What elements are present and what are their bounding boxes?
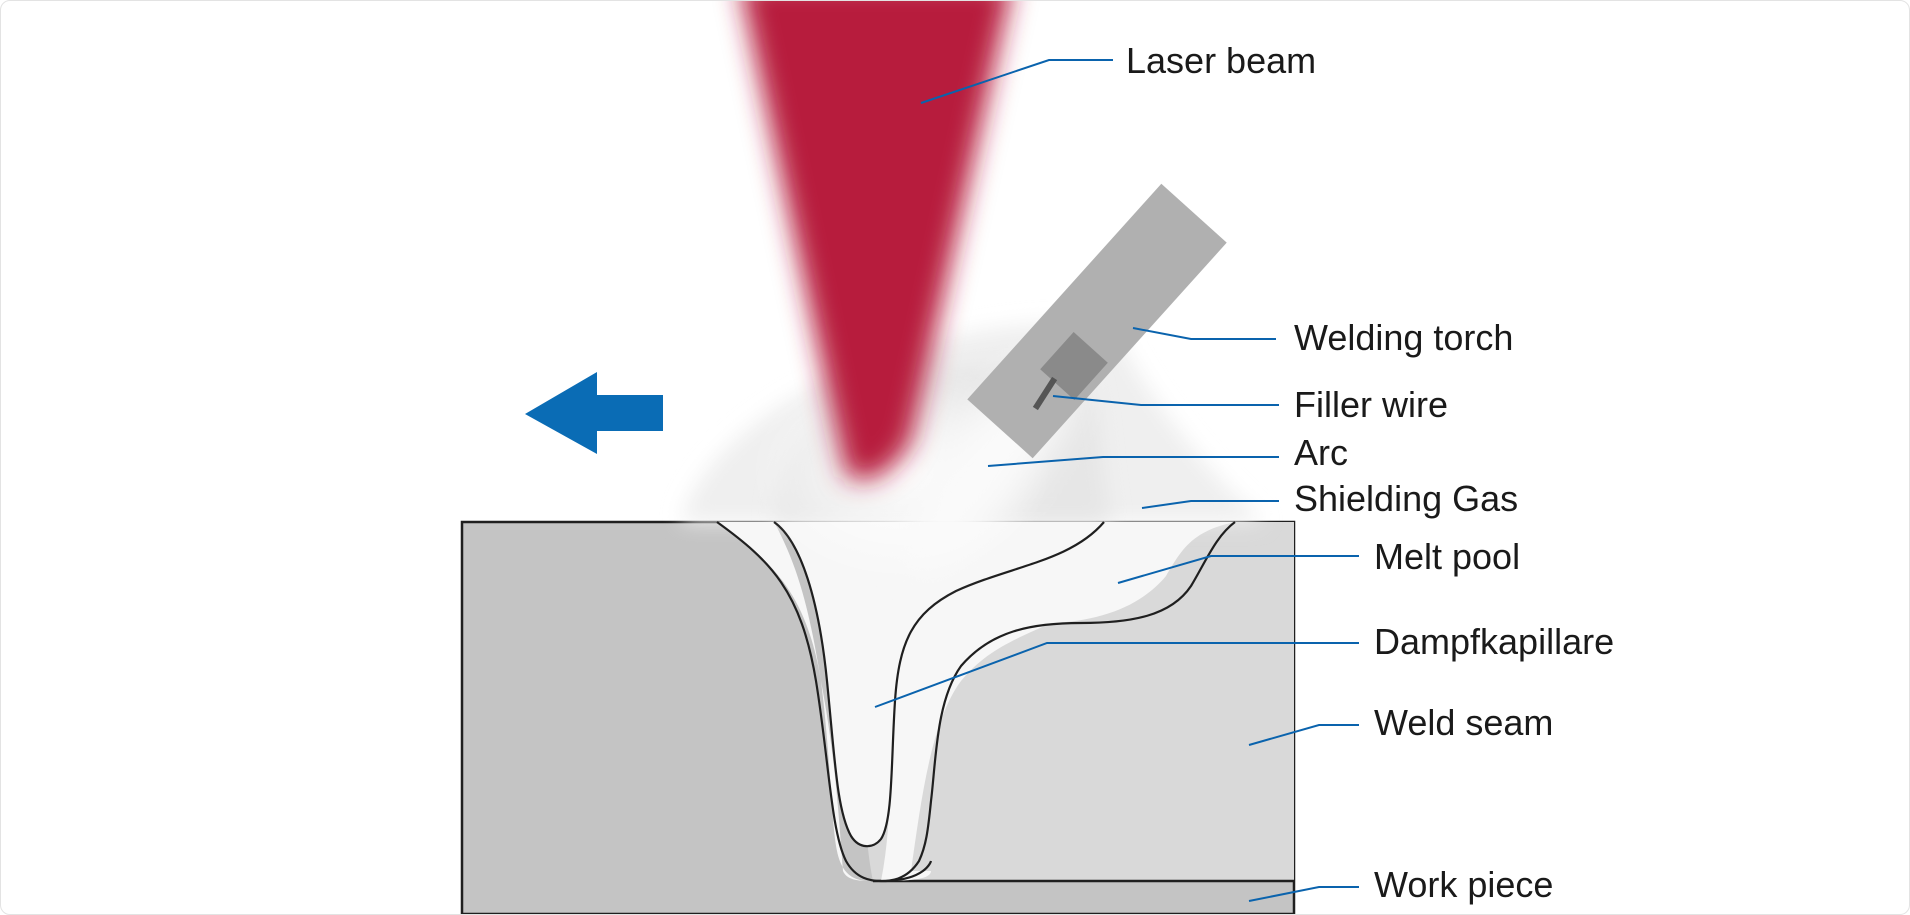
leader-melt-pool xyxy=(1117,555,1359,584)
leader-shielding-gas xyxy=(1141,500,1279,509)
leader-arc xyxy=(987,456,1279,467)
label-dampfkapillare: Dampfkapillare xyxy=(1374,621,1614,662)
label-weld-seam: Weld seam xyxy=(1374,702,1553,743)
label-arc: Arc xyxy=(1294,432,1348,473)
leader-laser-beam xyxy=(920,59,1113,104)
arrow-left-icon xyxy=(525,372,663,454)
leader-weld-seam xyxy=(1248,724,1359,746)
label-laser-beam: Laser beam xyxy=(1126,40,1316,81)
leader-dampfkapillare xyxy=(874,642,1359,708)
leader-filler-wire xyxy=(1052,395,1279,406)
filler-wire xyxy=(1032,376,1058,411)
label-filler-wire: Filler wire xyxy=(1294,384,1448,425)
dampfkapillare-outline xyxy=(773,521,1105,848)
leader-welding-torch xyxy=(1132,327,1276,340)
label-work-piece: Work piece xyxy=(1374,864,1553,905)
label-welding-torch: Welding torch xyxy=(1294,317,1513,358)
label-shielding-gas: Shielding Gas xyxy=(1294,478,1518,519)
leader-work-piece xyxy=(1248,886,1359,902)
melt-pool-outline xyxy=(716,521,1236,883)
laser-beam xyxy=(743,1,1009,480)
label-melt-pool: Melt pool xyxy=(1374,536,1520,577)
welding-torch xyxy=(967,183,1227,459)
melt-pool xyxy=(717,522,1235,881)
